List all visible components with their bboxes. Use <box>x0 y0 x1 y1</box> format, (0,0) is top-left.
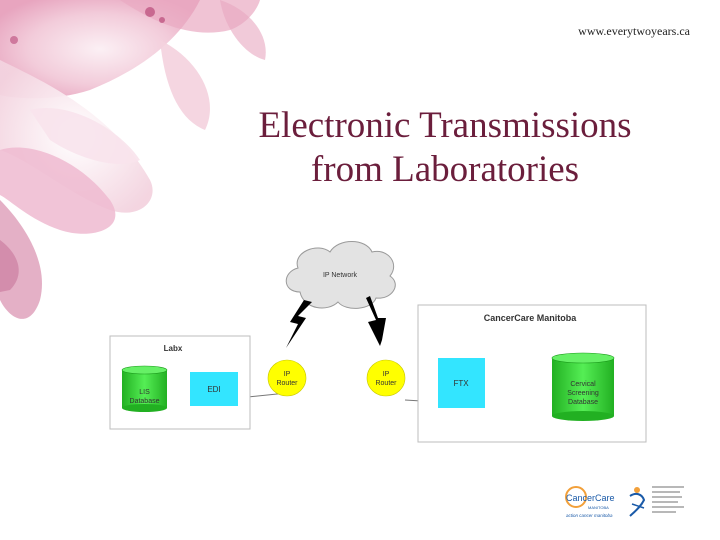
ip-network-label: IP Network <box>323 272 358 279</box>
labx-title: Labx <box>164 344 183 353</box>
ip-router-left: IP Router <box>267 359 307 397</box>
cancercare-logo-subtext: MANITOBA <box>588 505 609 510</box>
ftx-box: FTX <box>438 358 485 408</box>
labx-box: Labx LIS Database EDI <box>109 335 251 430</box>
edi-label: EDI <box>207 385 220 394</box>
cervical-db-line3: Database <box>568 399 598 406</box>
slide-title: Electronic Transmissions from Laboratori… <box>200 104 690 192</box>
lis-database-label-line2: Database <box>130 398 160 405</box>
cancercare-logo-tagline: action cancer manitoba <box>566 513 613 518</box>
router-right-line2: Router <box>375 380 397 387</box>
cancercare-manitoba-box: CancerCare Manitoba FTX Cervical Screeni… <box>417 304 647 443</box>
cervical-db-line2: Screening <box>567 390 599 397</box>
cancercare-logo: CancerCare MANITOBA action cancer manito… <box>565 486 615 518</box>
router-right-line1: IP <box>383 371 390 378</box>
ip-network-cloud: IP Network <box>285 241 396 309</box>
ip-router-right: IP Router <box>366 359 406 397</box>
lis-database-icon: LIS Database <box>121 365 168 412</box>
lis-database-label-line1: LIS <box>139 389 150 396</box>
cervical-db-line1: Cervical <box>570 381 596 388</box>
website-url[interactable]: www.everytwoyears.ca <box>578 24 690 38</box>
slide-title-line2: from Laboratories <box>310 149 580 190</box>
router-left-line2: Router <box>276 380 298 387</box>
cancercare-manitoba-title: CancerCare Manitoba <box>484 313 578 323</box>
lightning-right-icon <box>366 296 386 346</box>
lightning-left-icon <box>286 300 312 348</box>
ftx-label: FTX <box>453 379 469 388</box>
edi-box: EDI <box>190 372 238 406</box>
slide-title-line1: Electronic Transmissions <box>258 105 632 146</box>
cancercare-logo-text: CancerCare <box>566 493 615 503</box>
manitoba-program-logo <box>629 486 684 517</box>
cervical-screening-database-icon: Cervical Screening Database <box>551 352 615 421</box>
router-left-line1: IP <box>284 371 291 378</box>
